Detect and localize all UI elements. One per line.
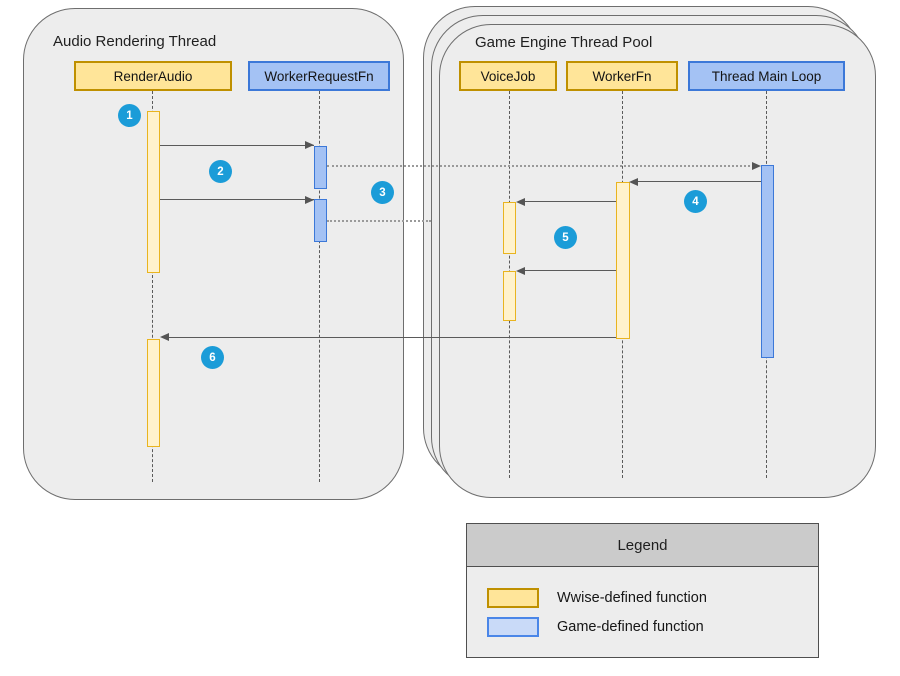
lifeline-header-renderaudio: RenderAudio <box>74 61 232 91</box>
right-panel-title: Game Engine Thread Pool <box>475 34 653 51</box>
legend-item-label: Game-defined function <box>557 619 704 635</box>
step-number: 2 <box>217 165 224 178</box>
lifeline-renderaudio <box>152 91 154 482</box>
game-swatch <box>487 617 539 637</box>
message-line-4 <box>523 201 616 203</box>
dotted-link-to-pool <box>326 219 431 222</box>
activation-threadmainloop <box>760 165 774 358</box>
legend-item-wwise: Wwise-defined function <box>487 588 707 608</box>
dotted-link-to-threadmainloop <box>326 164 754 167</box>
message-line-3 <box>636 181 761 183</box>
lifeline-workerrequestfn <box>318 91 320 482</box>
arrowhead-right <box>305 195 314 204</box>
legend-item-game: Game-defined function <box>487 617 704 637</box>
message-line-6 <box>167 336 616 338</box>
lifeline-label: Thread Main Loop <box>711 68 822 84</box>
step-number: 5 <box>562 231 569 244</box>
step-marker-5: 5 <box>554 226 577 249</box>
step-marker-4: 4 <box>684 190 707 213</box>
step-marker-6: 6 <box>201 346 224 369</box>
wwise-swatch <box>487 588 539 608</box>
step-number: 4 <box>692 195 699 208</box>
lifeline-label: RenderAudio <box>113 68 193 84</box>
legend-title: Legend <box>467 524 818 567</box>
arrowhead-left <box>516 266 525 275</box>
legend: Legend Wwise-defined function Game-defin… <box>466 523 819 658</box>
step-number: 6 <box>209 351 216 364</box>
step-marker-2: 2 <box>209 160 232 183</box>
step-marker-1: 1 <box>118 104 141 127</box>
lifeline-header-workerrequestfn: WorkerRequestFn <box>248 61 390 91</box>
legend-item-label: Wwise-defined function <box>557 590 707 606</box>
step-number: 1 <box>126 109 133 122</box>
message-line-2 <box>159 199 314 201</box>
lifeline-header-voicejob: VoiceJob <box>459 61 557 91</box>
activation-workerfn <box>615 182 630 339</box>
lifeline-label: VoiceJob <box>480 68 536 84</box>
lifeline-header-threadmainloop: Thread Main Loop <box>688 61 845 91</box>
activation-renderaudio-1 <box>146 111 160 273</box>
activation-voicejob-2 <box>503 271 516 321</box>
activation-renderaudio-2 <box>146 339 160 447</box>
arrowhead-left <box>516 197 525 206</box>
lifeline-label: WorkerFn <box>592 68 652 84</box>
message-line-1 <box>159 144 314 146</box>
step-number: 3 <box>379 186 386 199</box>
left-panel-title: Audio Rendering Thread <box>53 33 217 50</box>
step-marker-3: 3 <box>371 181 394 204</box>
lifeline-label: WorkerRequestFn <box>264 68 374 84</box>
arrowhead-right <box>752 161 761 170</box>
activation-workerrequestfn-2 <box>313 199 327 242</box>
lifeline-header-workerfn: WorkerFn <box>566 61 678 91</box>
arrowhead-left <box>159 333 169 342</box>
activation-workerrequestfn-1 <box>313 146 327 189</box>
thread-pool-panel-front <box>439 24 876 498</box>
arrowhead-left <box>629 177 638 186</box>
arrowhead-right <box>305 141 314 150</box>
activation-voicejob-1 <box>503 202 516 254</box>
message-line-5 <box>523 270 616 272</box>
